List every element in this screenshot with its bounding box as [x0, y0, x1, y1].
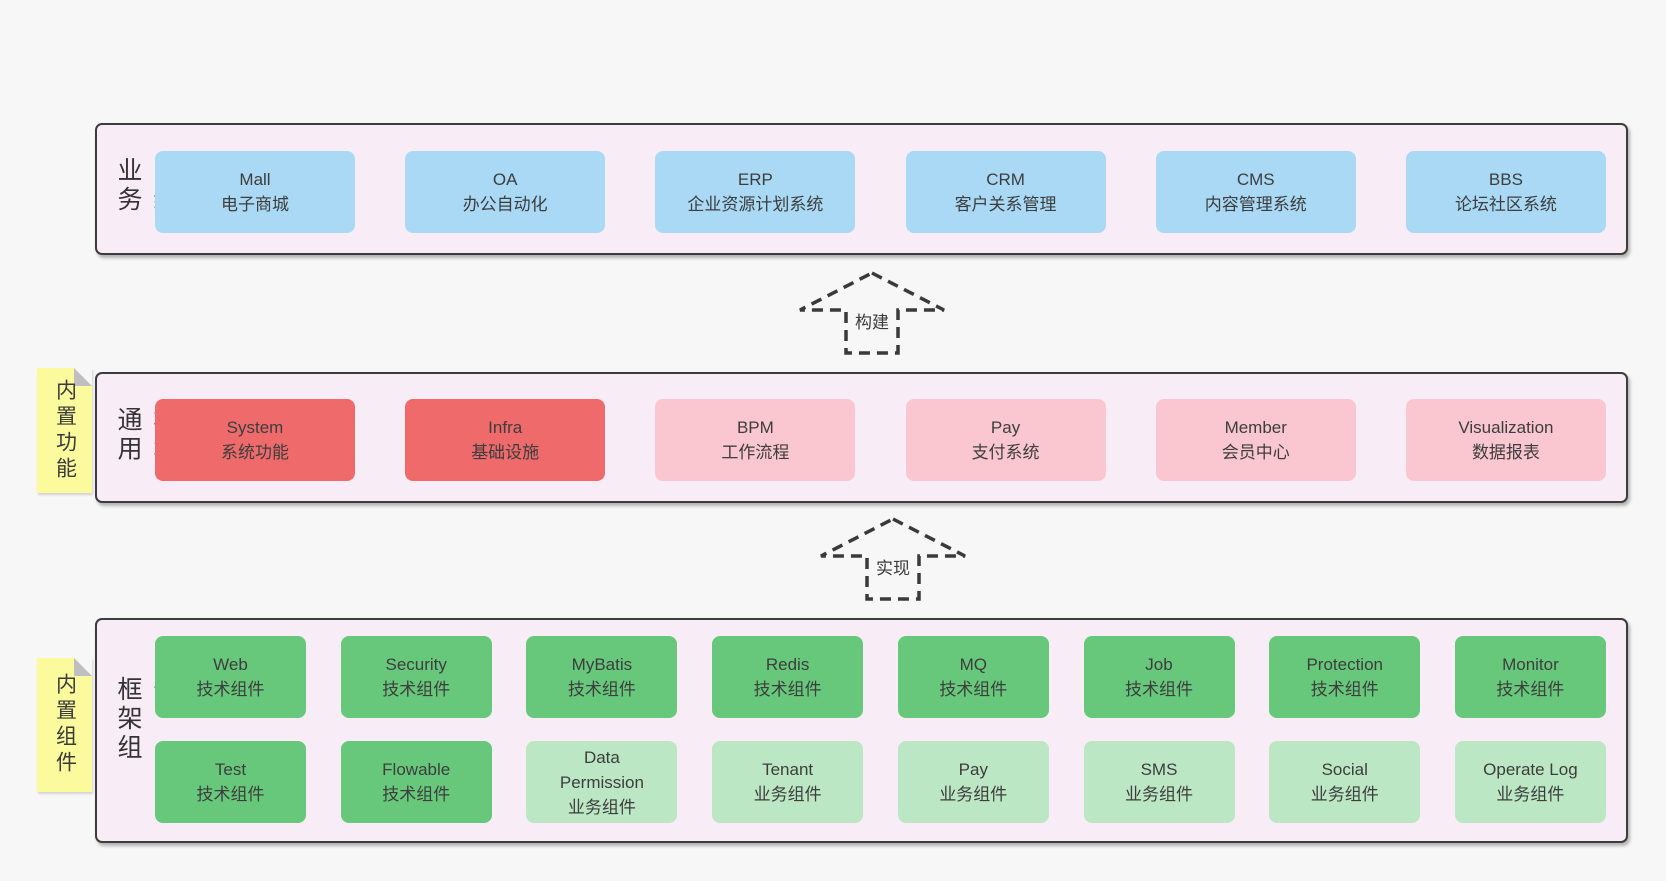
box-visualization: Visualization 数据报表 [1405, 399, 1606, 481]
box-title: Flowable [382, 760, 451, 779]
box-title: CMS [1236, 170, 1275, 189]
box-title: BBS [1488, 170, 1523, 189]
box-subtitle: 业务组件 [939, 785, 1008, 804]
box-title: Web [213, 655, 248, 674]
box-subtitle: 数据报表 [1471, 443, 1540, 462]
band-framework-components: 框架组件 Web 技术组件 Security 技术组件 MyBatis 技术组件… [95, 618, 1628, 843]
box-title: Operate Log [1483, 760, 1578, 779]
sticky-note-built-in-features: 内置功能 [37, 368, 92, 493]
box-erp: ERP 企业资源计划系统 [655, 151, 856, 233]
box-subtitle: 业务组件 [567, 797, 636, 817]
box-subtitle: 技术组件 [1125, 680, 1194, 699]
box-subtitle: 办公自动化 [462, 195, 548, 214]
band-row: System 系统功能 Infra 基础设施 BPM 工作流程 Pay 支付系统… [155, 399, 1606, 481]
box-test: Test 技术组件 [155, 741, 306, 823]
box-title: Member [1224, 418, 1287, 437]
box-tenant: Tenant 业务组件 [712, 741, 864, 823]
box-subtitle: 客户关系管理 [954, 195, 1057, 214]
box-title: Mall [239, 170, 271, 189]
box-social: Social 业务组件 [1269, 741, 1421, 823]
box-subtitle: 技术组件 [567, 680, 636, 699]
box-subtitle: 技术组件 [753, 680, 822, 699]
arrow-build: 构建 [796, 269, 948, 357]
box-subtitle: 技术组件 [939, 680, 1008, 699]
box-subtitle: 工作流程 [721, 443, 790, 462]
box-title: Job [1145, 655, 1173, 674]
arrow-implement: 实现 [817, 515, 969, 603]
box-subtitle: 业务组件 [753, 785, 822, 804]
box-title: MyBatis [571, 655, 633, 674]
box-title: Tenant [762, 760, 814, 779]
box-subtitle: 电子商城 [221, 195, 289, 214]
box-mq: MQ 技术组件 [897, 636, 1049, 718]
box-member: Member 会员中心 [1155, 399, 1356, 481]
box-title: Test [214, 760, 247, 779]
band-common-modules: 通用模块 System 系统功能 Infra 基础设施 BPM 工作流程 Pay… [95, 372, 1628, 503]
box-web: Web 技术组件 [155, 636, 306, 718]
box-title: Security [385, 655, 447, 674]
box-pay-component: Pay 业务组件 [897, 741, 1049, 823]
arrow-build-label: 构建 [852, 312, 892, 334]
box-subtitle: 基础设施 [471, 443, 540, 462]
box-subtitle: 业务组件 [1125, 785, 1194, 804]
box-redis: Redis 技术组件 [712, 636, 864, 718]
box-subtitle: 论坛社区系统 [1454, 195, 1557, 214]
box-system: System 系统功能 [155, 399, 355, 481]
box-subtitle: 技术组件 [196, 680, 265, 699]
box-sms: SMS 业务组件 [1083, 741, 1235, 823]
sticky-note-built-in-components: 内置组件 [37, 658, 92, 792]
box-flowable: Flowable 技术组件 [340, 741, 492, 823]
box-title: System [226, 418, 284, 437]
box-subtitle: 企业资源计划系统 [687, 195, 824, 214]
box-infra: Infra 基础设施 [405, 399, 606, 481]
box-operate-log: Operate Log 业务组件 [1454, 741, 1606, 823]
sticky-note-label: 内置功能 [53, 378, 77, 483]
box-subtitle: 技术组件 [382, 785, 451, 804]
box-mybatis: MyBatis 技术组件 [526, 636, 678, 718]
box-title: CRM [986, 170, 1025, 189]
box-bpm: BPM 工作流程 [655, 399, 856, 481]
band-business-systems: 业务系统 Mall 电子商城 OA 办公自动化 ERP 企业资源计划系统 CRM… [95, 123, 1628, 255]
box-title: Monitor [1502, 655, 1559, 674]
box-title: OA [492, 170, 518, 189]
box-title: Infra [488, 418, 523, 437]
box-bbs: BBS 论坛社区系统 [1405, 151, 1606, 233]
box-pay: Pay 支付系统 [905, 399, 1106, 481]
box-subtitle: 业务组件 [1310, 785, 1379, 804]
arrow-implement-label: 实现 [873, 558, 913, 580]
box-subtitle: 技术组件 [1310, 680, 1379, 699]
box-subtitle: 支付系统 [971, 443, 1040, 462]
box-title: Data Permission [559, 747, 644, 792]
box-crm: CRM 客户关系管理 [905, 151, 1106, 233]
box-job: Job 技术组件 [1083, 636, 1235, 718]
box-subtitle: 技术组件 [1496, 680, 1565, 699]
box-monitor: Monitor 技术组件 [1454, 636, 1606, 718]
box-title: Pay [958, 760, 988, 779]
box-protection: Protection 技术组件 [1269, 636, 1421, 718]
box-title: SMS [1140, 760, 1178, 779]
box-subtitle: 技术组件 [382, 680, 451, 699]
box-title: Social [1321, 760, 1368, 779]
box-title: Visualization [1458, 418, 1554, 437]
sticky-note-label: 内置组件 [53, 673, 77, 777]
band-row: Web 技术组件 Security 技术组件 MyBatis 技术组件 Redi… [155, 636, 1606, 718]
box-cms: CMS 内容管理系统 [1155, 151, 1356, 233]
box-title: Pay [990, 418, 1021, 437]
band-row: Test 技术组件 Flowable 技术组件 Data Permission … [155, 741, 1606, 823]
box-title: ERP [737, 170, 773, 189]
box-mall: Mall 电子商城 [155, 151, 355, 233]
box-subtitle: 业务组件 [1496, 785, 1565, 804]
box-title: MQ [959, 655, 987, 674]
box-subtitle: 会员中心 [1221, 443, 1290, 462]
band-row: Mall 电子商城 OA 办公自动化 ERP 企业资源计划系统 CRM 客户关系… [155, 151, 1606, 233]
box-title: Redis [765, 655, 810, 674]
box-data-permission: Data Permission 业务组件 [526, 741, 678, 823]
box-subtitle: 系统功能 [221, 443, 289, 462]
box-oa: OA 办公自动化 [405, 151, 606, 233]
box-subtitle: 技术组件 [196, 785, 265, 804]
box-title: Protection [1306, 655, 1383, 674]
box-subtitle: 内容管理系统 [1204, 195, 1307, 214]
box-title: BPM [736, 418, 774, 437]
box-security: Security 技术组件 [340, 636, 492, 718]
